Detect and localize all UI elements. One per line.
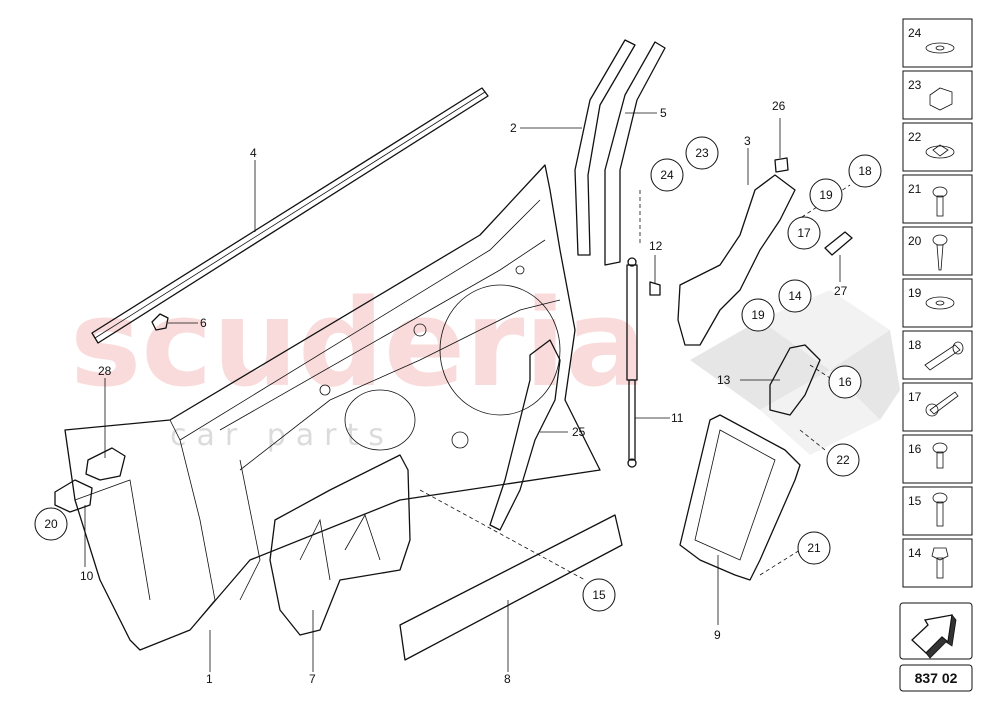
callout-11: 11 xyxy=(671,411,684,425)
svg-text:15: 15 xyxy=(592,588,606,602)
callout-12: 12 xyxy=(649,239,663,253)
callout-20: 20 xyxy=(34,507,68,541)
svg-text:19: 19 xyxy=(819,188,833,202)
svg-text:18: 18 xyxy=(908,338,922,352)
panel-cell-24[interactable]: 24 xyxy=(902,18,973,68)
svg-text:14: 14 xyxy=(908,546,922,560)
diagram-code: 837 02 xyxy=(899,664,973,692)
svg-text:19: 19 xyxy=(751,308,765,322)
arrow-icon[interactable] xyxy=(899,602,973,660)
svg-text:837 02: 837 02 xyxy=(915,670,958,686)
callout-7: 7 xyxy=(309,672,316,686)
panel-cell-20[interactable]: 20 xyxy=(902,226,973,276)
panel-cell-22[interactable]: 22 xyxy=(902,122,973,172)
callout-17: 17 xyxy=(787,216,821,250)
svg-text:14: 14 xyxy=(788,289,802,303)
panel-cell-19[interactable]: 19 xyxy=(902,278,973,328)
callout-9: 9 xyxy=(714,628,721,642)
callout-13: 13 xyxy=(717,373,731,387)
fastener-panel: 24 23 22 21 20 19 xyxy=(902,18,973,588)
callout-4: 4 xyxy=(250,146,257,160)
part-window-guide-5 xyxy=(604,41,666,266)
part-gas-strut xyxy=(626,257,638,468)
part-window-seal xyxy=(91,87,489,344)
part-bracket-13 xyxy=(769,344,821,416)
svg-text:22: 22 xyxy=(908,130,922,144)
callout-22: 22 xyxy=(826,443,860,477)
callout-1: 1 xyxy=(206,672,213,686)
callout-18: 18 xyxy=(848,154,882,188)
panel-cell-17[interactable]: 17 xyxy=(902,382,973,432)
svg-text:20: 20 xyxy=(908,234,922,248)
svg-text:16: 16 xyxy=(908,442,922,456)
callout-2: 2 xyxy=(510,121,517,135)
part-hinge xyxy=(677,174,796,346)
part-plug-26 xyxy=(774,157,789,173)
svg-text:23: 23 xyxy=(908,78,922,92)
svg-text:16: 16 xyxy=(838,375,852,389)
svg-text:24: 24 xyxy=(660,168,674,182)
callout-25: 25 xyxy=(572,425,586,439)
callout-6: 6 xyxy=(200,316,207,330)
svg-text:17: 17 xyxy=(797,226,811,240)
callout-19-upper: 19 xyxy=(809,178,843,212)
part-bolt-12 xyxy=(649,281,661,296)
panel-cell-18[interactable]: 18 xyxy=(902,330,973,380)
part-trim-9 xyxy=(679,414,801,581)
callout-14: 14 xyxy=(778,279,812,313)
watermark-subtext: car parts xyxy=(170,418,394,453)
svg-text:24: 24 xyxy=(908,26,922,40)
callout-5: 5 xyxy=(660,106,667,120)
callout-10: 10 xyxy=(80,569,94,583)
svg-text:21: 21 xyxy=(908,182,922,196)
callout-27: 27 xyxy=(834,284,848,298)
part-foil xyxy=(399,514,623,661)
callout-26: 26 xyxy=(772,99,786,113)
watermark-text: scuderia xyxy=(70,275,647,414)
panel-cell-14[interactable]: 14 xyxy=(902,538,973,588)
panel-cell-16[interactable]: 16 xyxy=(902,434,973,484)
svg-text:20: 20 xyxy=(44,517,58,531)
part-bracket xyxy=(489,339,561,531)
svg-text:21: 21 xyxy=(807,541,821,555)
svg-text:23: 23 xyxy=(695,146,709,160)
svg-text:19: 19 xyxy=(908,286,922,300)
callout-21: 21 xyxy=(797,531,831,565)
callout-16: 16 xyxy=(828,365,862,399)
part-window-guide-2 xyxy=(574,39,636,256)
svg-text:17: 17 xyxy=(908,390,922,404)
svg-text:18: 18 xyxy=(858,164,872,178)
svg-text:15: 15 xyxy=(908,494,922,508)
panel-cell-15[interactable]: 15 xyxy=(902,486,973,536)
part-insulation xyxy=(269,454,411,636)
callout-3: 3 xyxy=(744,134,751,148)
part-pin-27 xyxy=(824,231,853,256)
part-cover-10 xyxy=(54,479,93,513)
panel-cell-21[interactable]: 21 xyxy=(902,174,973,224)
callout-8: 8 xyxy=(504,672,511,686)
callout-24: 24 xyxy=(650,158,684,192)
part-clip xyxy=(151,313,169,331)
panel-cell-23[interactable]: 23 xyxy=(902,70,973,120)
callout-28: 28 xyxy=(98,364,112,378)
part-door-shell xyxy=(64,164,601,651)
callout-15: 15 xyxy=(582,578,616,612)
svg-text:22: 22 xyxy=(836,453,850,467)
part-cover-28 xyxy=(85,447,126,481)
callout-19-lower: 19 xyxy=(741,298,775,332)
callout-23: 23 xyxy=(685,136,719,170)
